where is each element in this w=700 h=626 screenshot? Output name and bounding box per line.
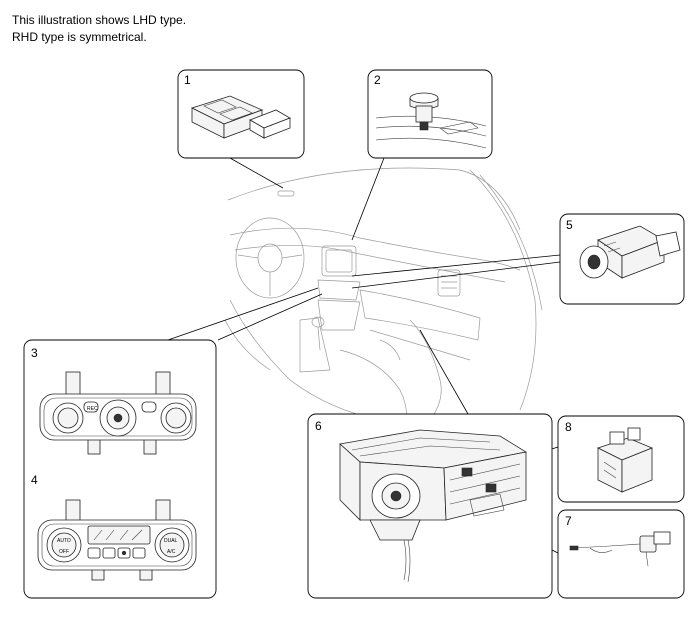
callout-number-3: 3 xyxy=(31,346,38,360)
callout-number-5: 5 xyxy=(566,218,573,232)
callout-box-2: 2 xyxy=(367,69,493,159)
auto-button-label: AUTO xyxy=(57,538,71,544)
illustration-note: This illustration shows LHD type. RHD ty… xyxy=(12,12,186,46)
ac-button-label: A/C xyxy=(167,549,176,555)
callout-number-1: 1 xyxy=(184,73,191,87)
actuator-part xyxy=(579,225,681,279)
dual-button-label: DUAL xyxy=(164,538,178,544)
sun-sensor-part xyxy=(375,92,487,149)
temperature-sensor-part xyxy=(569,531,671,567)
control-module-part xyxy=(596,427,654,493)
callout-box-1: 1 xyxy=(177,69,305,159)
callout-box-7: 7 xyxy=(557,509,685,599)
callout-number-6: 6 xyxy=(315,419,322,433)
callout-box-6: 6 xyxy=(307,413,553,599)
callout-number-2: 2 xyxy=(374,73,381,87)
callout-number-8: 8 xyxy=(565,420,572,434)
off-button-label: OFF xyxy=(59,549,69,555)
note-line-2: RHD type is symmetrical. xyxy=(12,30,147,44)
photo-sensor-part xyxy=(190,95,291,139)
callout-box-3-4: 3 4 REC xyxy=(23,339,217,599)
recirc-button-label: REC xyxy=(87,406,98,412)
callout-number-4: 4 xyxy=(31,473,38,487)
callout-box-5: 5 xyxy=(559,213,685,305)
vehicle-interior-sketch xyxy=(224,167,543,431)
callout-box-8: 8 xyxy=(557,415,685,503)
automatic-temperature-control-panel: AUTO OFF DUAL A/C xyxy=(37,499,197,581)
heater-blower-unit-part xyxy=(339,429,528,583)
callout-number-7: 7 xyxy=(565,514,572,528)
note-line-1: This illustration shows LHD type. xyxy=(12,13,187,27)
manual-heater-control-panel: REC xyxy=(39,371,197,455)
